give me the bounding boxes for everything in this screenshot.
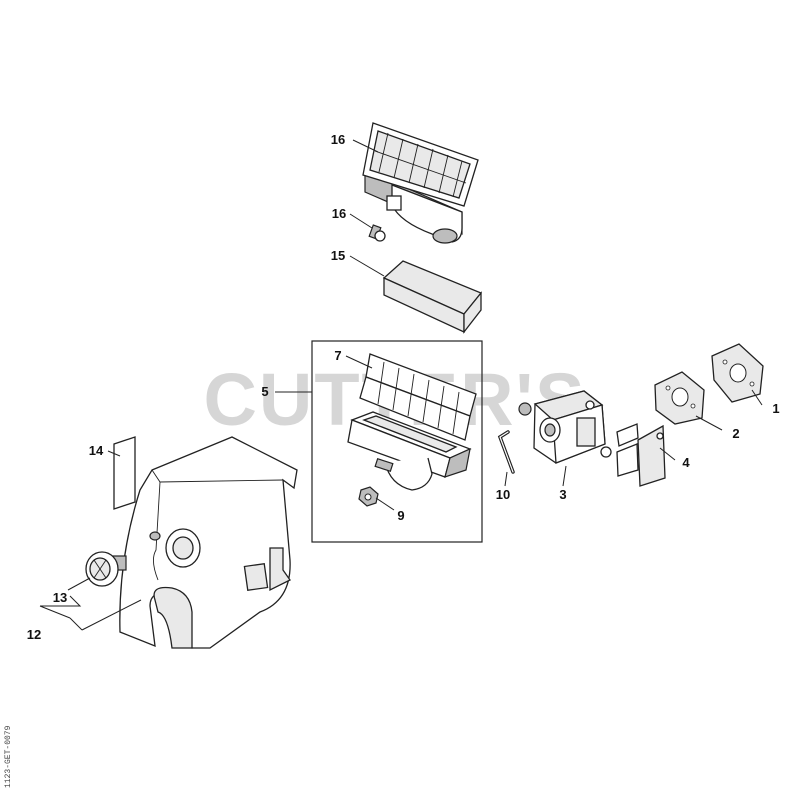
manifold-part[interactable] bbox=[616, 423, 666, 487]
shroud-cover-part[interactable] bbox=[119, 436, 298, 649]
air-filter-part[interactable] bbox=[362, 122, 479, 244]
filter-element-part[interactable] bbox=[359, 353, 477, 441]
nut-part[interactable] bbox=[358, 486, 379, 507]
screw-part[interactable] bbox=[368, 224, 386, 242]
callout-labels: 16 16 15 7 5 9 14 1 2 4 3 10 13 12 bbox=[27, 132, 780, 642]
hex-key-part[interactable] bbox=[497, 430, 515, 474]
callout-14: 15 bbox=[331, 248, 345, 263]
callout-2: 2 bbox=[732, 426, 739, 441]
callout-1: 1 bbox=[772, 401, 779, 416]
callout-11: 12 bbox=[27, 627, 41, 642]
prefilter-part[interactable] bbox=[382, 260, 483, 334]
callout-12: 13 bbox=[53, 590, 67, 605]
callout-5: 5 bbox=[261, 384, 268, 399]
callout-7: 7 bbox=[334, 348, 341, 363]
callout-10: 10 bbox=[496, 487, 510, 502]
callout-3: 3 bbox=[559, 487, 566, 502]
filter-base-part[interactable] bbox=[347, 411, 472, 491]
carburetor-part[interactable] bbox=[518, 390, 612, 464]
gasket-part-2[interactable] bbox=[711, 343, 764, 403]
callout-9: 9 bbox=[397, 508, 404, 523]
gasket-part[interactable] bbox=[654, 371, 705, 425]
assembly-group-box bbox=[311, 340, 483, 543]
callout-16: 16 bbox=[332, 206, 346, 221]
callout-4: 4 bbox=[682, 455, 690, 470]
callout-15: 16 bbox=[331, 132, 345, 147]
callout-13: 14 bbox=[89, 443, 104, 458]
leader-lines bbox=[39, 139, 763, 631]
knob-part[interactable] bbox=[85, 551, 127, 587]
drawing-code: 1123-GET-0079 bbox=[4, 725, 13, 788]
label-part[interactable] bbox=[113, 436, 136, 510]
